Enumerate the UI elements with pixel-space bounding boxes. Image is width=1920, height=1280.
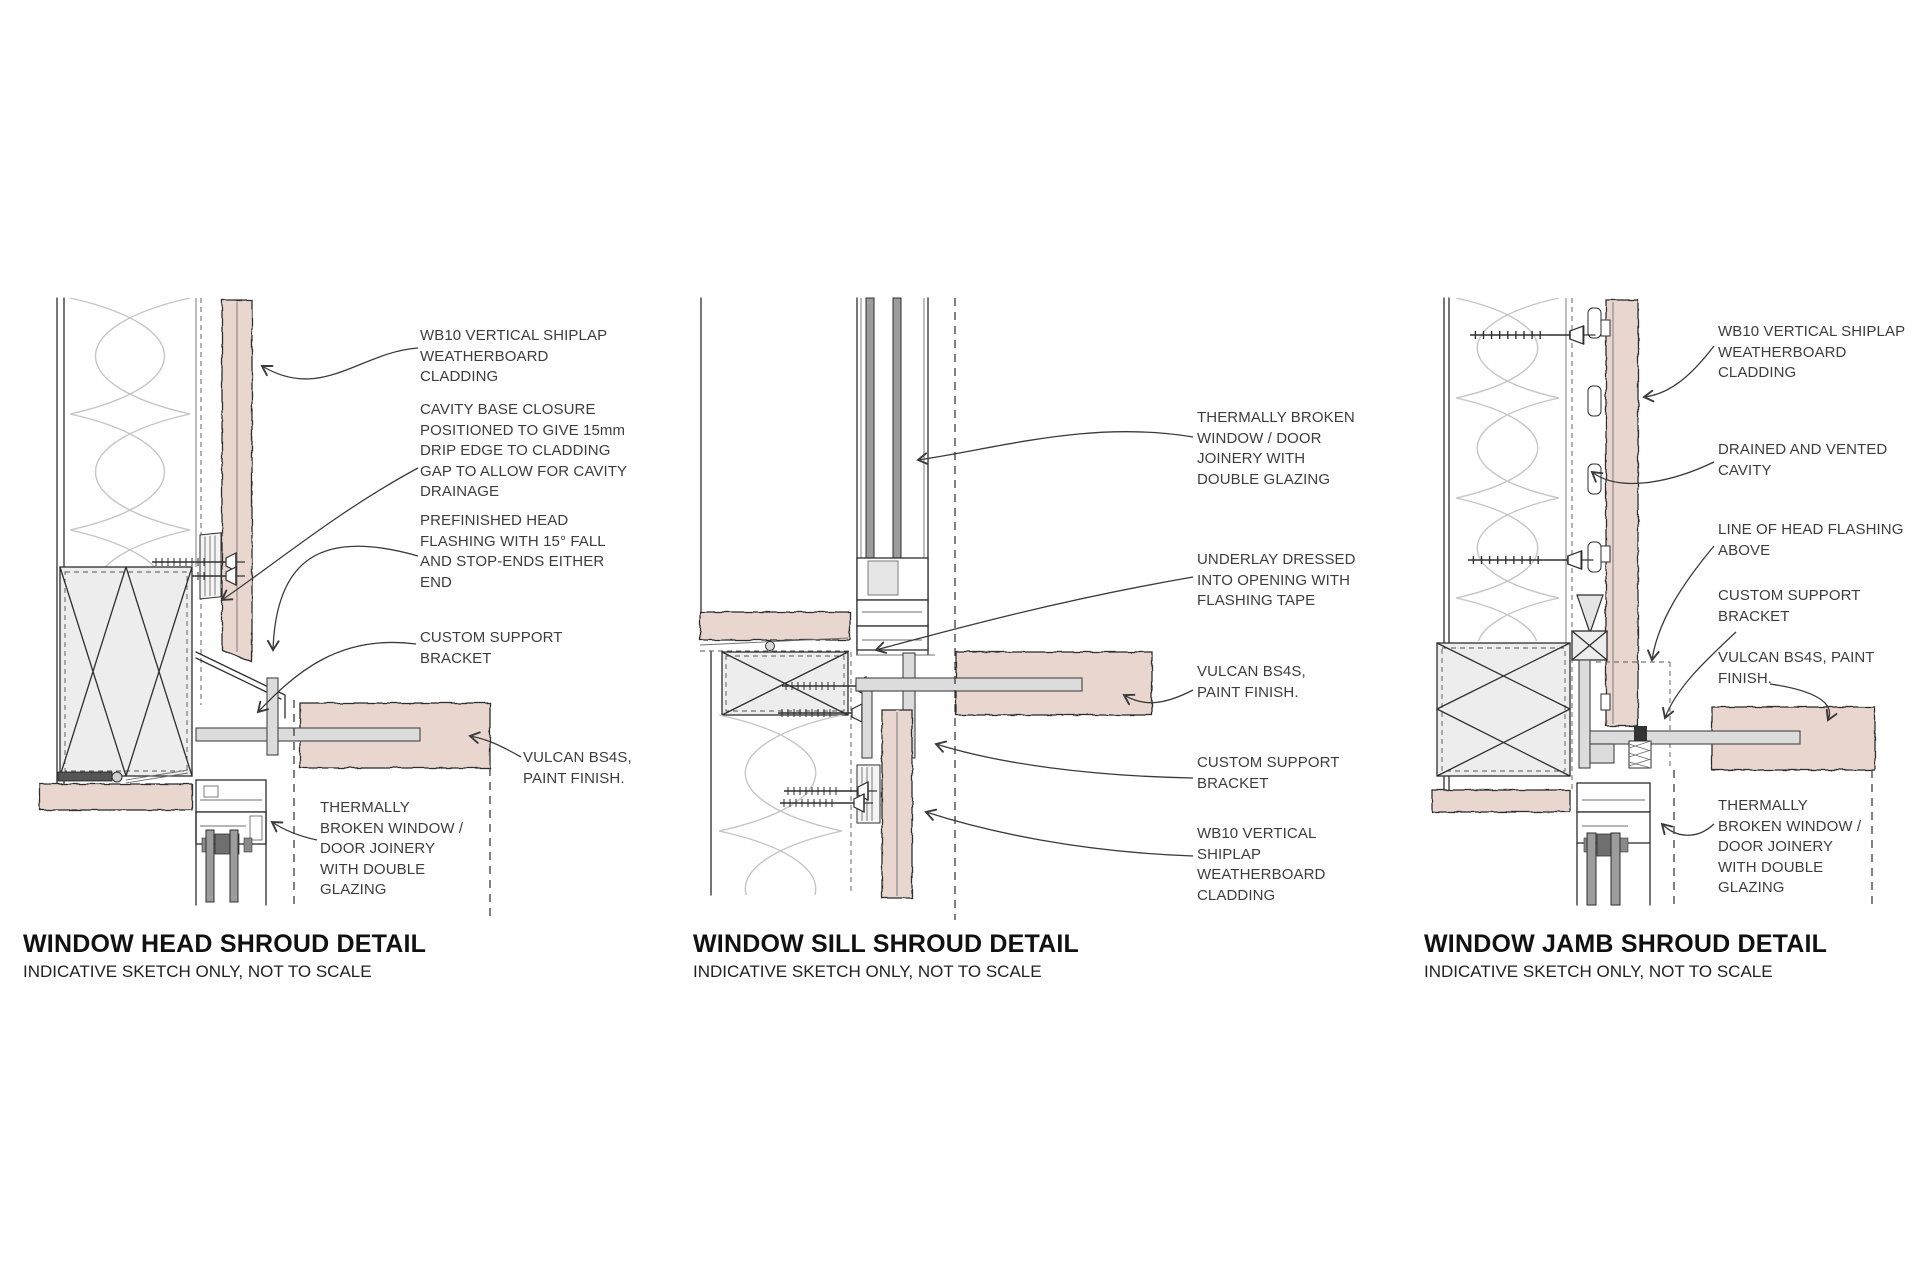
leader-joinery	[270, 820, 318, 841]
lintel-framing	[59, 566, 193, 777]
page-title-head: WINDOW HEAD SHROUD DETAIL	[23, 930, 427, 958]
leader-bracket	[1662, 631, 1737, 720]
support-bracket-foot	[1589, 743, 1615, 764]
glazing-pane	[865, 297, 875, 586]
head-detail-drawing	[39, 297, 522, 929]
support-bracket-arm	[1589, 730, 1801, 745]
leader-head-flashing	[266, 545, 419, 652]
cladding-board	[1605, 299, 1639, 727]
label-cavity-base-closure: CAVITY BASE CLOSURE POSITIONED TO GIVE 1…	[420, 401, 628, 500]
head-flashing	[195, 651, 286, 719]
label-underlay-dressed: UNDERLAY DRESSED INTO OPENING WITH FLASH…	[1197, 551, 1356, 609]
leader-cavity	[1590, 461, 1715, 485]
support-bracket-post	[1578, 659, 1591, 769]
label-wb10-cladding: WB10 VERTICAL SHIPLAP WEATHERBOARD CLADD…	[1718, 323, 1906, 381]
leader-cavity-closure	[220, 467, 419, 602]
glazing-pane	[892, 297, 902, 586]
label-custom-support-bracket: CUSTOM SUPPORT BRACKET	[420, 629, 563, 667]
leader-cladding	[924, 808, 1194, 857]
interior-lining	[39, 783, 193, 811]
label-custom-support-bracket: CUSTOM SUPPORT BRACKET	[1197, 754, 1340, 792]
window-frame	[1576, 782, 1651, 813]
packer-crosshatch	[1628, 740, 1652, 769]
seal-block	[1634, 726, 1647, 741]
page-title-jamb: WINDOW JAMB SHROUD DETAIL	[1424, 930, 1828, 958]
glazing-pane	[1586, 832, 1597, 906]
page-subtitle-jamb: INDICATIVE SKETCH ONLY, NOT TO SCALE	[1424, 962, 1773, 981]
leader-flashing-line	[1647, 545, 1715, 662]
label-custom-support-bracket: CUSTOM SUPPORT BRACKET	[1718, 587, 1861, 625]
label-line-of-head-flashing: LINE OF HEAD FLASHING ABOVE	[1718, 521, 1904, 559]
page-subtitle-head: INDICATIVE SKETCH ONLY, NOT TO SCALE	[23, 962, 372, 981]
label-prefinished-head-flashing: PREFINISHED HEAD FLASHING WITH 15° FALL …	[420, 512, 606, 591]
support-bracket-post	[861, 690, 873, 759]
sill-board	[699, 611, 851, 641]
label-drained-vented-cavity: DRAINED AND VENTED CAVITY	[1718, 441, 1888, 479]
air-seal	[57, 771, 113, 782]
label-thermally-broken-joinery: THERMALLY BROKEN WINDOW / DOOR JOINERY W…	[1718, 797, 1862, 896]
insulation-batts	[64, 298, 196, 567]
leader-vulcan	[1769, 683, 1838, 722]
leader-joinery	[916, 431, 1194, 465]
cavity-batten	[1587, 385, 1602, 417]
cavity-batten	[1587, 307, 1602, 339]
page-subtitle-sill: INDICATIVE SKETCH ONLY, NOT TO SCALE	[693, 962, 1042, 981]
glazing-pane	[229, 829, 239, 903]
leader-cladding	[260, 347, 419, 380]
label-thermally-broken-joinery: THERMALLY BROKEN WINDOW / DOOR JOINERY W…	[1197, 409, 1355, 488]
label-thermally-broken-joinery: THERMALLY BROKEN WINDOW / DOOR JOINERY W…	[320, 799, 464, 898]
insulation-batts	[1450, 298, 1565, 641]
glazing-pane	[1610, 832, 1621, 906]
label-vulcan-bs4s: VULCAN BS4S, PAINT FINISH.	[1718, 649, 1875, 687]
leader-vulcan	[1122, 689, 1194, 706]
leader-bracket	[256, 641, 417, 714]
support-bracket-post	[266, 677, 279, 756]
label-vulcan-bs4s: VULCAN BS4S, PAINT FINISH.	[523, 749, 632, 787]
jamb-detail-drawing	[1431, 297, 1876, 907]
insulation-batts	[713, 715, 848, 895]
flashing-end-dam	[1576, 594, 1604, 635]
leader-cladding	[1642, 345, 1715, 403]
glazing-pane	[205, 829, 215, 903]
leader-underlay	[874, 576, 1194, 654]
label-vulcan-bs4s: VULCAN BS4S, PAINT FINISH.	[1197, 663, 1306, 701]
jamb-framing	[1436, 642, 1571, 777]
label-wb10-cladding: WB10 VERTICAL SHIPLAP WEATHERBOARD CLADD…	[1197, 825, 1326, 904]
interior-lining	[1431, 789, 1571, 813]
label-wb10-cladding: WB10 VERTICAL SHIPLAP WEATHERBOARD CLADD…	[420, 327, 608, 385]
cavity-closure	[199, 532, 222, 600]
leader-joinery	[1660, 822, 1715, 836]
support-bracket-arm	[195, 727, 421, 742]
support-bracket-arm	[855, 677, 1083, 692]
cavity-batten	[1587, 541, 1602, 573]
window-frame	[195, 779, 267, 813]
cavity-batten	[1587, 463, 1602, 495]
sill-detail-drawing	[699, 297, 1194, 920]
page-title-sill: WINDOW SILL SHROUD DETAIL	[693, 930, 1079, 958]
leader-bracket	[934, 740, 1194, 779]
leader-vulcan	[468, 731, 522, 758]
